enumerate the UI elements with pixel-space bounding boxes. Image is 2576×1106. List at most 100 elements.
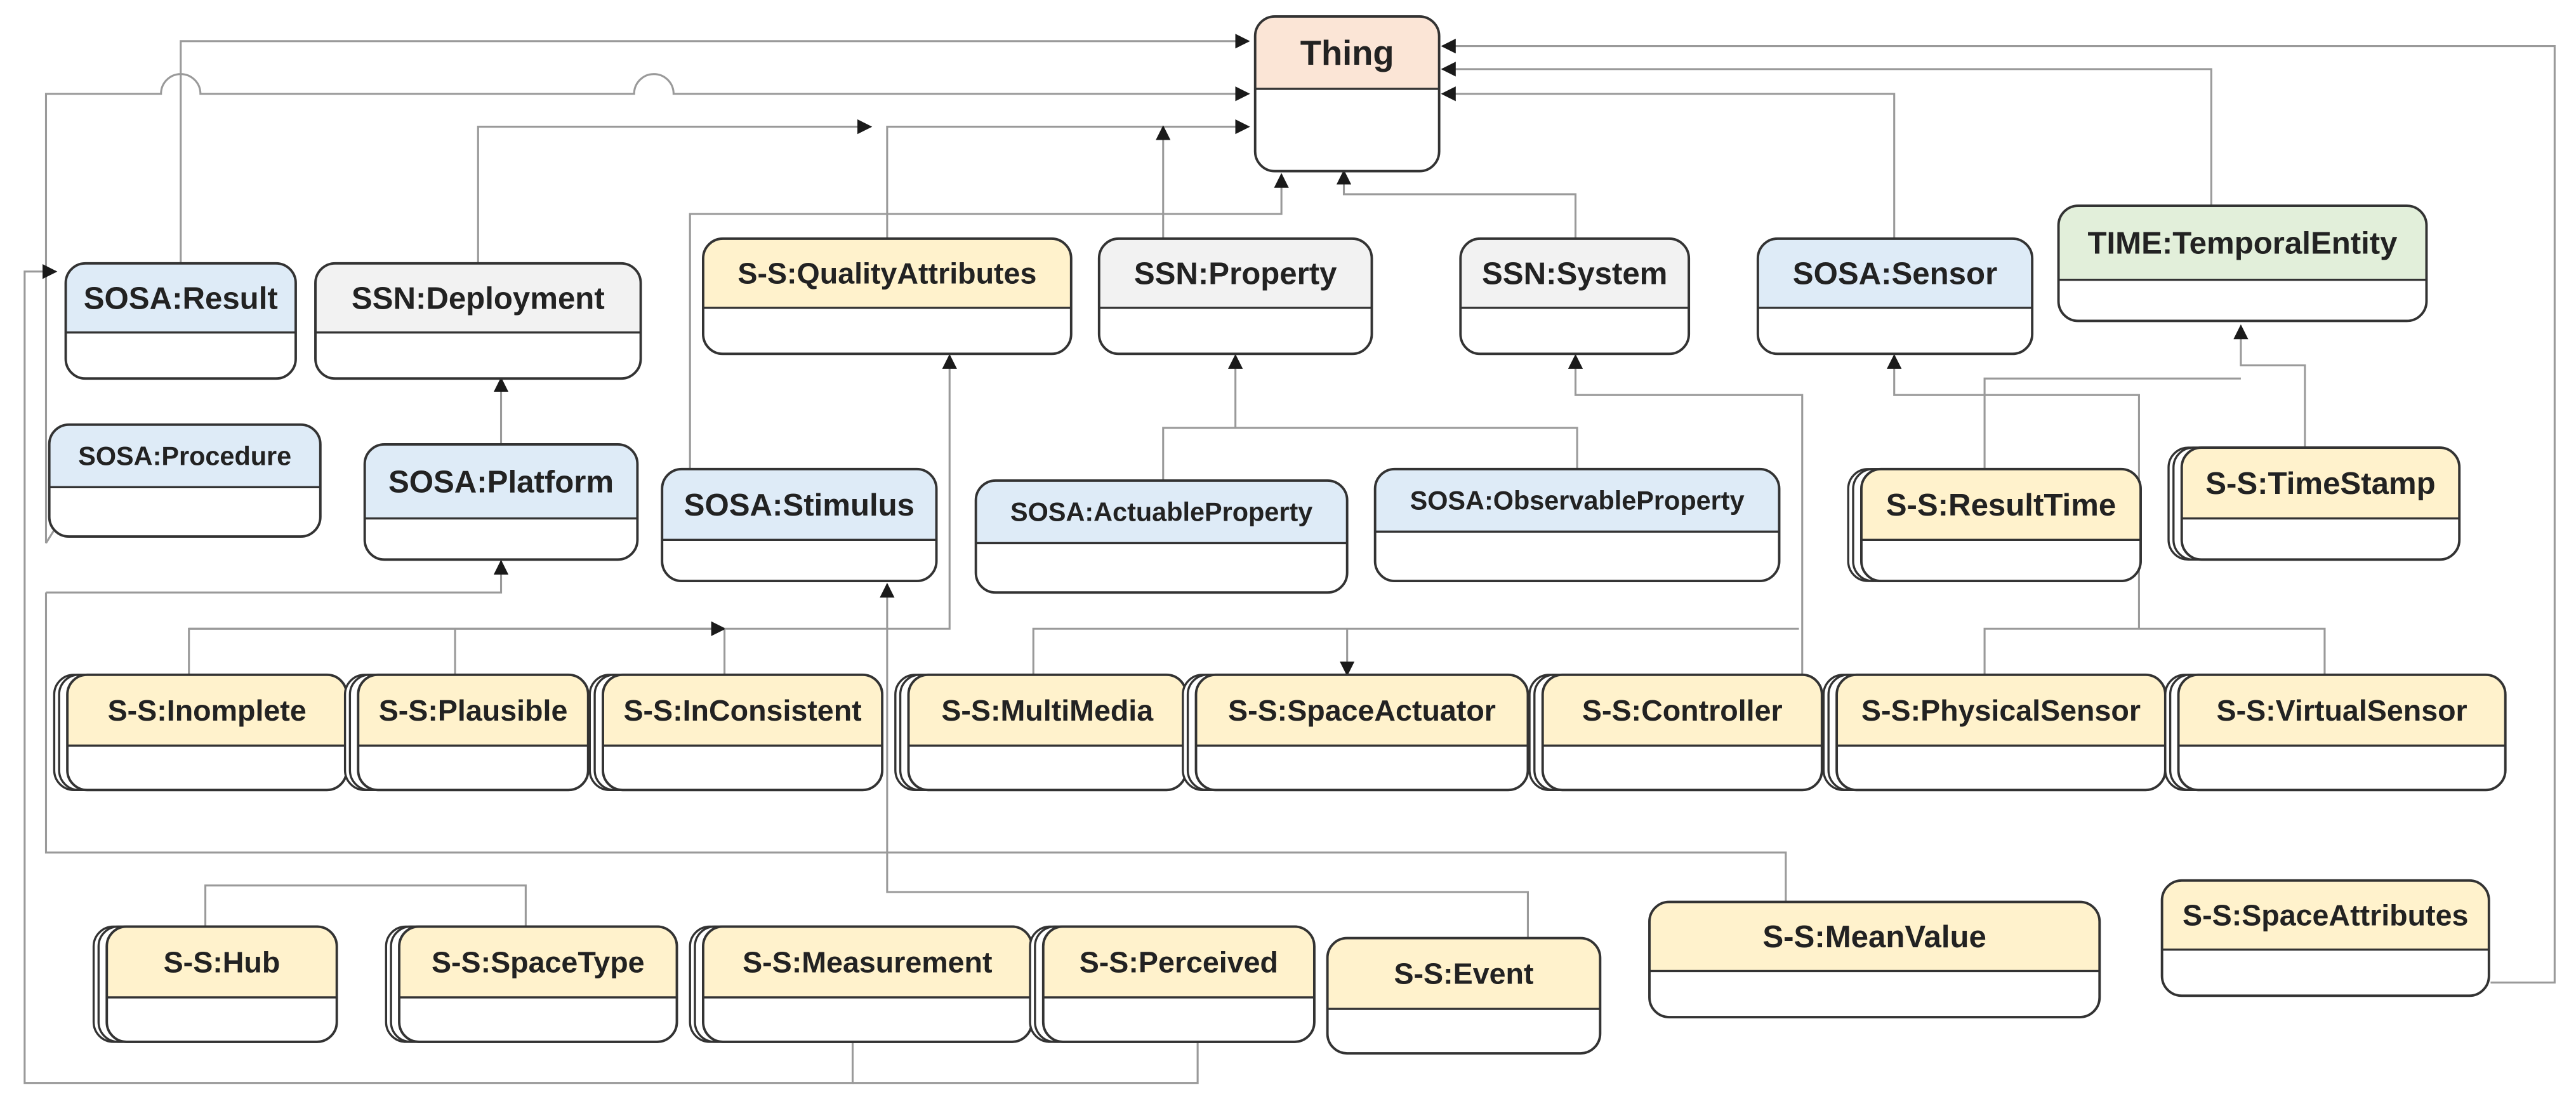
edge-temporal-to-thing — [1441, 62, 2212, 206]
class-name-label: SOSA:Sensor — [1793, 257, 1997, 291]
class-box-ss-inconsistent: S-S:InConsistent — [588, 673, 884, 792]
class-box-border — [314, 262, 642, 380]
class-box-ss-hub: S-S:Hub — [92, 925, 338, 1043]
class-box-header — [1196, 674, 1528, 746]
class-box-border — [357, 673, 590, 792]
class-box-thing: Thing — [1253, 15, 1441, 173]
edge-system-subclasses — [1032, 627, 1799, 675]
class-name-label: S-S:InConsistent — [623, 694, 861, 727]
class-name-label: SOSA:Procedure — [78, 441, 291, 471]
edge-result-to-thing — [180, 34, 1250, 263]
class-name-label: S-S:ResultTime — [1886, 488, 2116, 523]
class-box-border — [1253, 15, 1441, 173]
class-name-label: S-S:Event — [1394, 957, 1533, 990]
class-name-label: SOSA:ObservableProperty — [1410, 486, 1745, 516]
class-box-header — [2178, 674, 2506, 746]
class-box-header — [703, 926, 1032, 997]
edge-bottom-loop — [23, 264, 854, 1084]
class-box-header — [662, 469, 937, 540]
class-box-border — [64, 262, 297, 380]
edge-quality-to-thing — [886, 119, 1250, 239]
class-name-label: S-S:VirtualSensor — [2217, 694, 2467, 727]
class-box-ss-perceived: S-S:Perceived — [1029, 925, 1316, 1043]
class-name-label: S-S:TimeStamp — [2205, 466, 2435, 501]
class-box-ss-meanvalue: S-S:MeanValue — [1648, 900, 2101, 1018]
class-name-label: S-S:SpaceAttributes — [2183, 899, 2468, 932]
class-box-header — [49, 424, 320, 488]
class-box-time-temporal: TIME:TemporalEntity — [2057, 204, 2428, 323]
class-name-label: SSN:System — [1482, 257, 1667, 291]
class-box-sosa-result: SOSA:Result — [64, 262, 297, 380]
edge-outer-left-to-thing — [44, 73, 1250, 543]
edge-leftbus-to-platform — [46, 559, 509, 594]
class-box-sosa-stimulus: SOSA:Stimulus — [661, 467, 938, 583]
class-name-label: SOSA:Result — [84, 281, 278, 316]
class-box-sosa-sensor: SOSA:Sensor — [1756, 237, 2034, 356]
class-box-header — [1099, 238, 1372, 308]
class-box-border — [974, 479, 1349, 594]
class-name-label: S-S:SpaceActuator — [1228, 694, 1496, 727]
class-name-label: S-S:Controller — [1582, 694, 1783, 727]
class-box-border — [1097, 237, 1373, 356]
class-name-label: SOSA:Platform — [388, 464, 614, 499]
edge-time-subclasses — [1983, 326, 2306, 469]
class-box-header — [315, 263, 641, 333]
class-box-header — [1861, 469, 2141, 540]
class-box-border — [2177, 673, 2507, 792]
class-box-ss-virtualsensor: S-S:VirtualSensor — [2164, 673, 2507, 792]
class-name-label: TIME:TemporalEntity — [2087, 226, 2398, 261]
class-box-sosa-platform: SOSA:Platform — [363, 443, 639, 561]
class-box-header — [364, 444, 638, 519]
class-box-border — [1756, 237, 2034, 356]
class-box-ss-plausible: S-S:Plausible — [343, 673, 590, 792]
class-box-header — [908, 674, 1187, 746]
class-box-header — [1327, 938, 1601, 1009]
class-box-border — [2180, 446, 2461, 561]
class-box-border — [398, 925, 678, 1043]
class-box-header — [2058, 206, 2427, 280]
class-box-sosa-procedure: SOSA:Procedure — [48, 423, 322, 538]
class-box-border — [1459, 237, 1691, 356]
class-box-header — [2162, 880, 2489, 950]
class-box-ss-event: S-S:Event — [1326, 936, 1602, 1055]
class-box-header — [399, 926, 677, 997]
class-box-border — [2160, 879, 2490, 997]
class-name-label: S-S:PhysicalSensor — [1861, 694, 2141, 727]
class-box-header — [2181, 448, 2460, 519]
edge-stimulus-to-thing — [689, 173, 1289, 469]
class-box-border — [1326, 936, 1602, 1055]
edge-hub-spacetype — [204, 884, 527, 927]
class-box-border — [1859, 467, 2142, 583]
class-box-header — [67, 674, 347, 746]
edge-subclasses-to-quality — [724, 354, 957, 630]
edge-procedure-loop — [45, 529, 55, 544]
class-name-label: SOSA:ActuableProperty — [1010, 497, 1312, 527]
class-name-label: S-S:Inomplete — [108, 694, 307, 727]
class-box-border — [363, 443, 639, 561]
class-box-header — [65, 263, 296, 333]
class-box-ss-resulttime: S-S:ResultTime — [1847, 467, 2142, 583]
edge-event-to-stimulus — [880, 582, 1529, 938]
class-name-label: S-S:Measurement — [743, 945, 992, 978]
class-box-header — [975, 480, 1347, 543]
class-box-sosa-observable: SOSA:ObservableProperty — [1373, 467, 1781, 583]
class-box-header — [1757, 238, 2033, 308]
class-box-header — [1375, 469, 1780, 532]
edge-perceived-loop — [852, 1041, 1199, 1084]
class-box-border — [1041, 925, 1316, 1043]
class-box-header — [1837, 674, 2165, 746]
class-box-border — [701, 237, 1073, 356]
class-box-ss-spaceattributes: S-S:SpaceAttributes — [2160, 879, 2490, 997]
class-box-header — [1255, 16, 1439, 89]
edge-left-bus — [44, 592, 1787, 902]
class-box-ss-quality: S-S:QualityAttributes — [701, 237, 1073, 356]
class-name-label: Thing — [1300, 34, 1394, 72]
class-box-header — [603, 674, 883, 746]
edge-properties-to-property — [1162, 356, 1578, 481]
edge-sensor-to-thing — [1441, 86, 1896, 239]
class-box-border — [105, 925, 338, 1043]
class-name-label: S-S:Hub — [164, 945, 281, 978]
class-box-border — [2057, 204, 2428, 323]
class-box-ss-measurement: S-S:Measurement — [689, 925, 1033, 1043]
